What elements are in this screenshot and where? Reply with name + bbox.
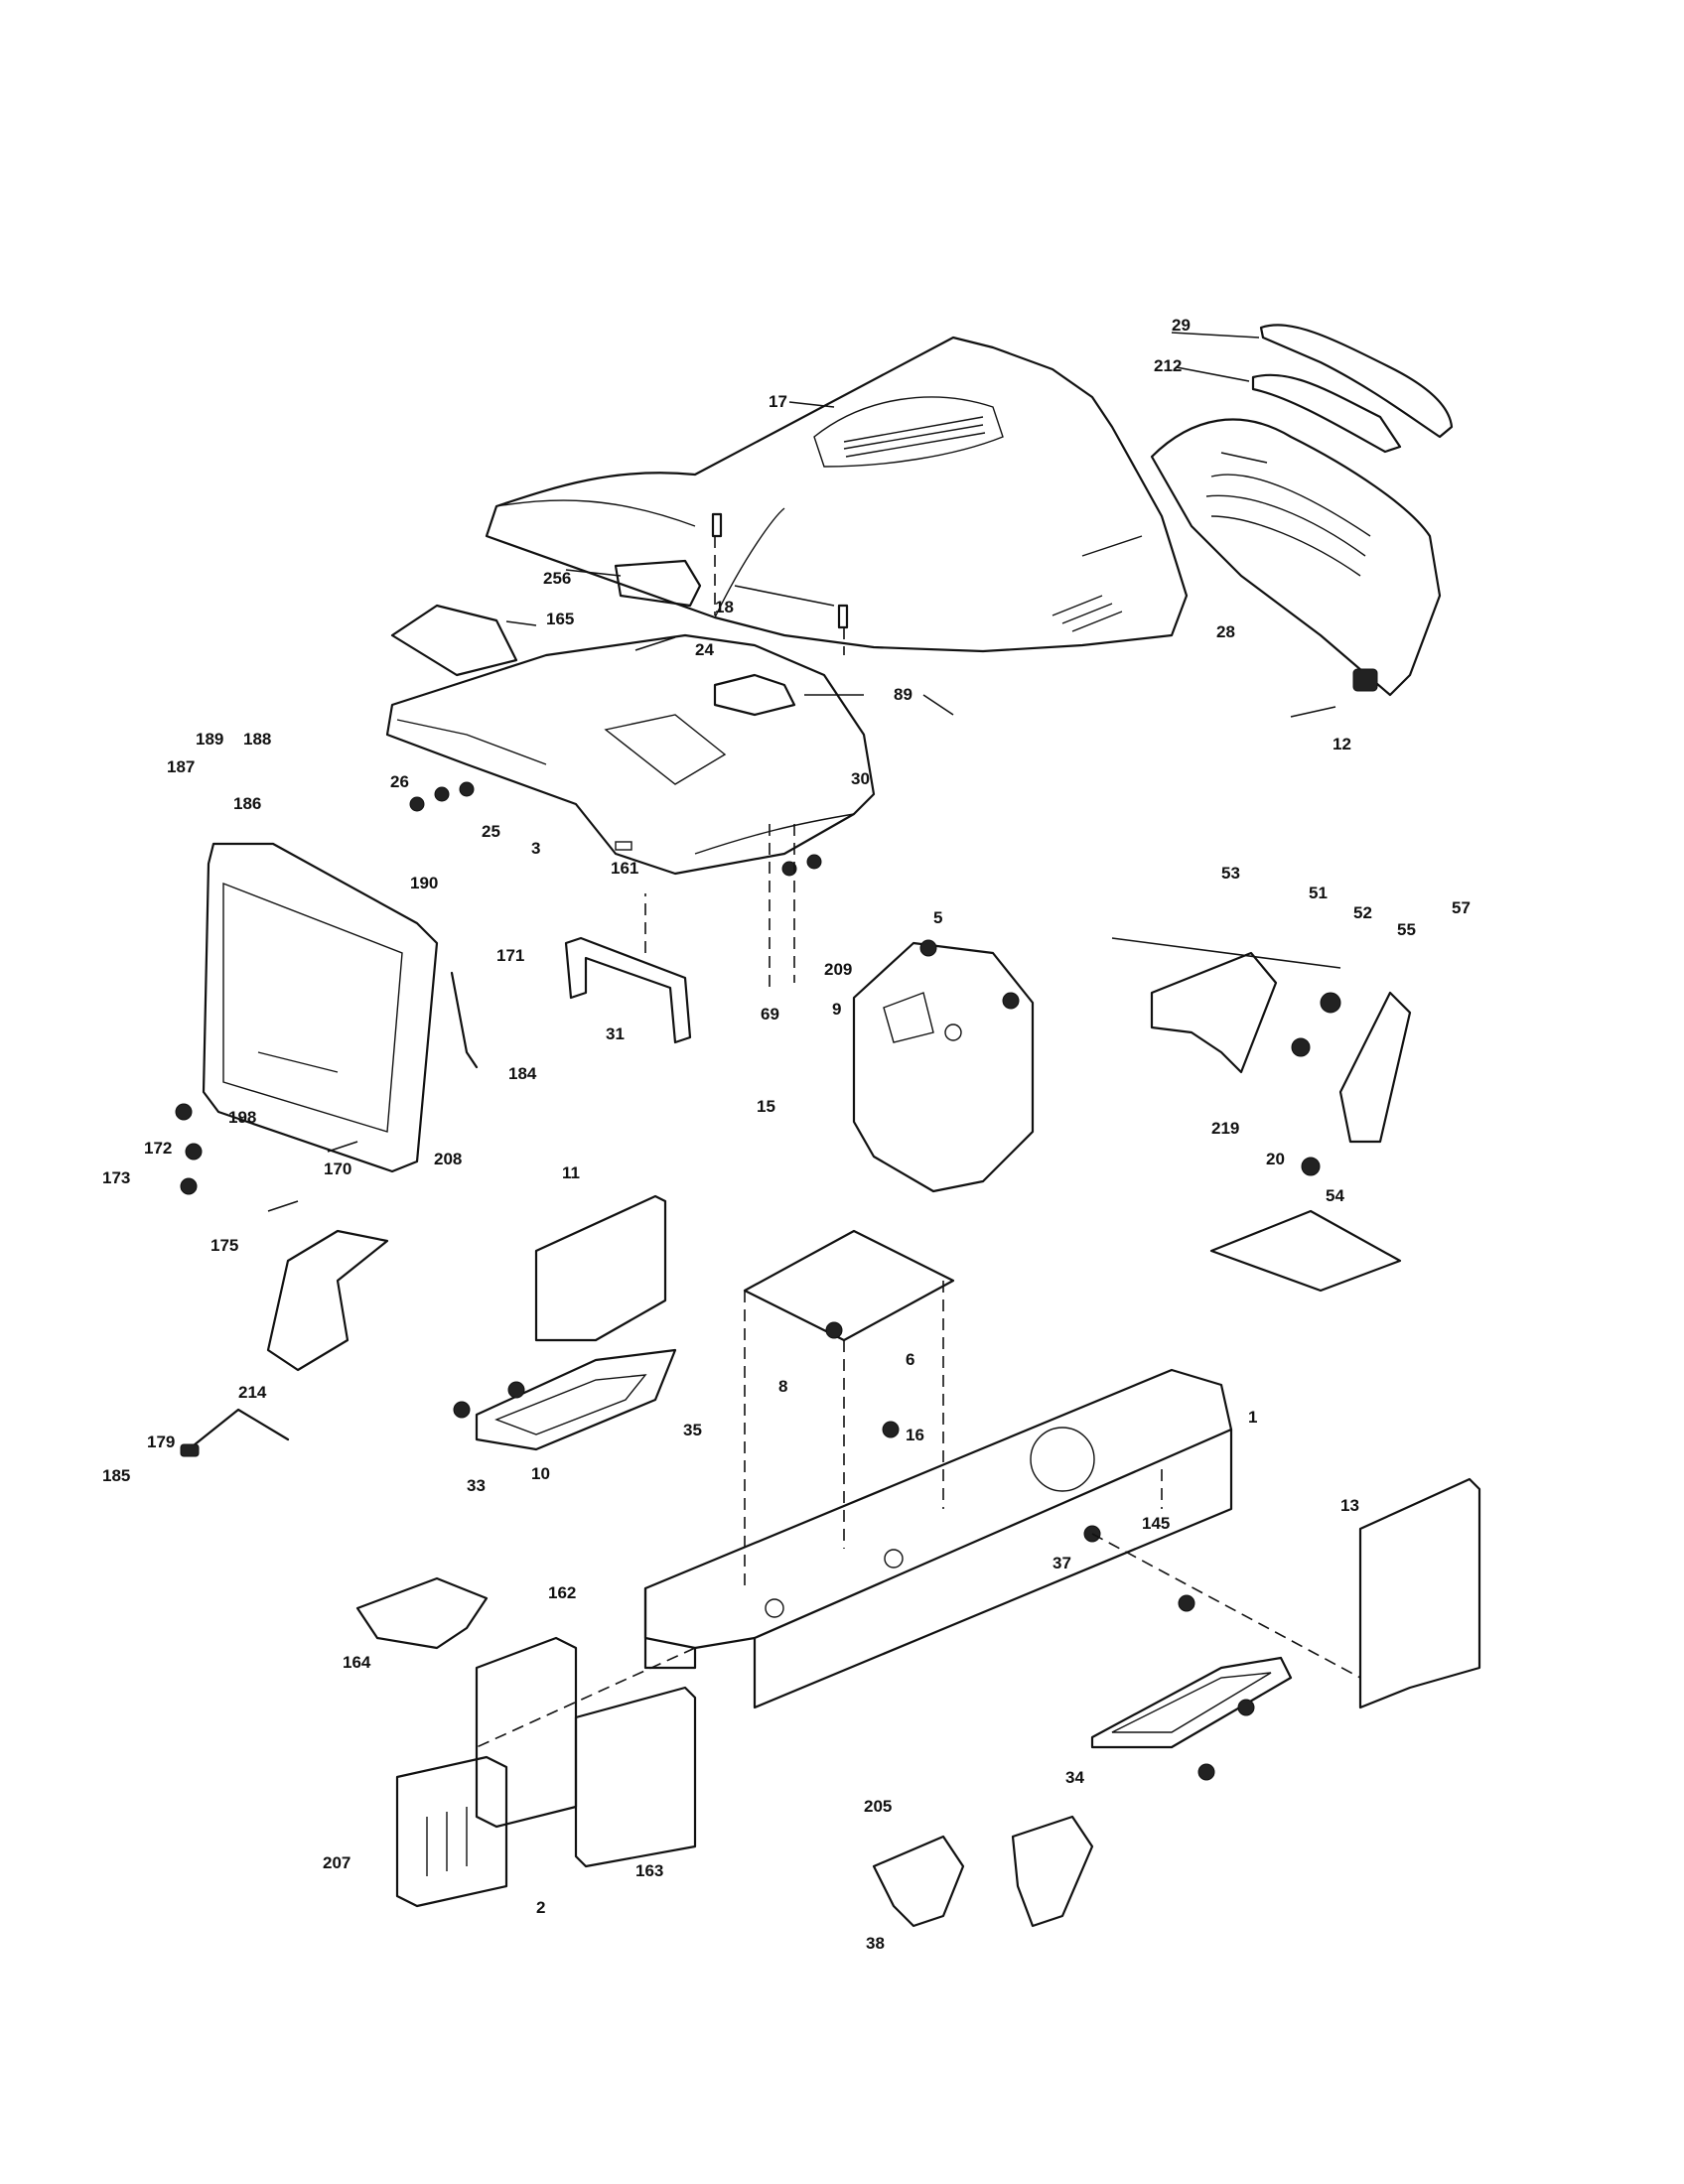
pedal-bracket-left xyxy=(872,1835,965,1928)
callout-15: 15 xyxy=(757,1097,775,1116)
callout-57: 57 xyxy=(1452,898,1471,917)
callout-190: 190 xyxy=(410,874,438,892)
callout-173: 173 xyxy=(102,1168,130,1187)
battery-cover xyxy=(266,1229,389,1372)
callout-35: 35 xyxy=(683,1421,702,1439)
callout-12: 12 xyxy=(1333,735,1351,753)
instrument-panel xyxy=(202,842,439,1173)
callout-208: 208 xyxy=(434,1150,462,1168)
front-panel xyxy=(574,1686,697,1868)
callout-172: 172 xyxy=(144,1139,172,1158)
callout-209: 209 xyxy=(824,960,852,979)
callout-189: 189 xyxy=(196,730,223,749)
callout-17: 17 xyxy=(769,392,787,411)
callout-53: 53 xyxy=(1221,864,1240,883)
callout-165: 165 xyxy=(546,610,574,628)
footrest-right xyxy=(1090,1656,1293,1749)
dash-panel xyxy=(385,633,876,876)
dash-bracket xyxy=(564,936,692,1044)
callout-33: 33 xyxy=(467,1476,486,1495)
grille xyxy=(1150,418,1442,697)
clip xyxy=(450,971,479,1069)
callout-145: 145 xyxy=(1142,1514,1170,1533)
callout-161: 161 xyxy=(611,859,638,878)
alignment-lines xyxy=(476,536,1361,1748)
callout-9: 9 xyxy=(832,1000,841,1019)
callout-163: 163 xyxy=(635,1861,663,1880)
callout-5: 5 xyxy=(933,908,942,927)
callout-171: 171 xyxy=(496,946,524,965)
callout-55: 55 xyxy=(1397,920,1416,939)
mount-plate xyxy=(743,1229,955,1342)
callout-205: 205 xyxy=(864,1797,892,1816)
callout-170: 170 xyxy=(324,1160,351,1178)
callout-8: 8 xyxy=(778,1377,787,1396)
fender-insert xyxy=(713,673,796,717)
callout-11: 11 xyxy=(562,1163,580,1182)
pedal-bracket-right xyxy=(1011,1815,1094,1928)
callout-10: 10 xyxy=(531,1464,550,1483)
side-panel-left xyxy=(534,1194,667,1342)
battery-rod xyxy=(180,1408,290,1457)
callout-28: 28 xyxy=(1216,622,1235,641)
steering-support xyxy=(852,941,1035,1193)
callout-6: 6 xyxy=(906,1350,914,1369)
callout-1: 1 xyxy=(1248,1408,1257,1427)
callout-2: 2 xyxy=(536,1898,545,1917)
hardware xyxy=(175,781,1341,1781)
callout-207: 207 xyxy=(323,1853,351,1872)
lever-bracket xyxy=(1150,951,1278,1074)
callout-labels: 1 2 3 5 6 8 9 10 11 12 13 15 16 17 18 20… xyxy=(102,316,1471,1953)
callout-52: 52 xyxy=(1353,903,1372,922)
callout-3: 3 xyxy=(531,839,540,858)
side-panel-right xyxy=(1358,1477,1481,1709)
leader-lines xyxy=(267,332,1341,1212)
footrest-left xyxy=(475,1348,677,1451)
callout-185: 185 xyxy=(102,1466,130,1485)
frame xyxy=(643,1368,1233,1709)
callout-219: 219 xyxy=(1211,1119,1239,1138)
callout-29: 29 xyxy=(1172,316,1191,335)
steering-bracket xyxy=(1338,991,1412,1144)
access-plate xyxy=(614,559,702,608)
callout-51: 51 xyxy=(1309,884,1328,902)
callout-54: 54 xyxy=(1326,1186,1344,1205)
callout-38: 38 xyxy=(866,1934,885,1953)
callout-186: 186 xyxy=(233,794,261,813)
hood xyxy=(485,336,1189,653)
callout-34: 34 xyxy=(1065,1768,1084,1787)
front-plate xyxy=(395,1755,508,1908)
callout-89: 89 xyxy=(894,685,912,704)
callout-164: 164 xyxy=(343,1653,371,1672)
axle-plate xyxy=(1209,1209,1402,1293)
callout-13: 13 xyxy=(1340,1496,1359,1515)
callout-256: 256 xyxy=(543,569,571,588)
callout-25: 25 xyxy=(482,822,500,841)
nose-trim-lower xyxy=(1251,373,1402,454)
callout-214: 214 xyxy=(238,1383,267,1402)
nose-trim xyxy=(1259,324,1454,439)
bumper-bracket xyxy=(355,1576,489,1650)
callout-37: 37 xyxy=(1052,1554,1071,1572)
callout-69: 69 xyxy=(761,1005,779,1024)
callout-26: 26 xyxy=(390,772,409,791)
callout-162: 162 xyxy=(548,1583,576,1602)
callout-187: 187 xyxy=(167,757,195,776)
callout-24: 24 xyxy=(695,640,714,659)
callout-175: 175 xyxy=(210,1236,238,1255)
callout-30: 30 xyxy=(851,769,870,788)
seat-cover xyxy=(390,604,518,677)
callout-18: 18 xyxy=(715,598,734,616)
callout-198: 198 xyxy=(228,1108,256,1127)
callout-212: 212 xyxy=(1154,356,1182,375)
callout-179: 179 xyxy=(147,1433,175,1451)
knob xyxy=(1352,668,1378,692)
callout-184: 184 xyxy=(508,1064,537,1083)
callout-20: 20 xyxy=(1266,1150,1285,1168)
callout-16: 16 xyxy=(906,1426,924,1444)
callout-31: 31 xyxy=(606,1024,625,1043)
front-bracket xyxy=(475,1636,578,1829)
callout-188: 188 xyxy=(243,730,271,749)
